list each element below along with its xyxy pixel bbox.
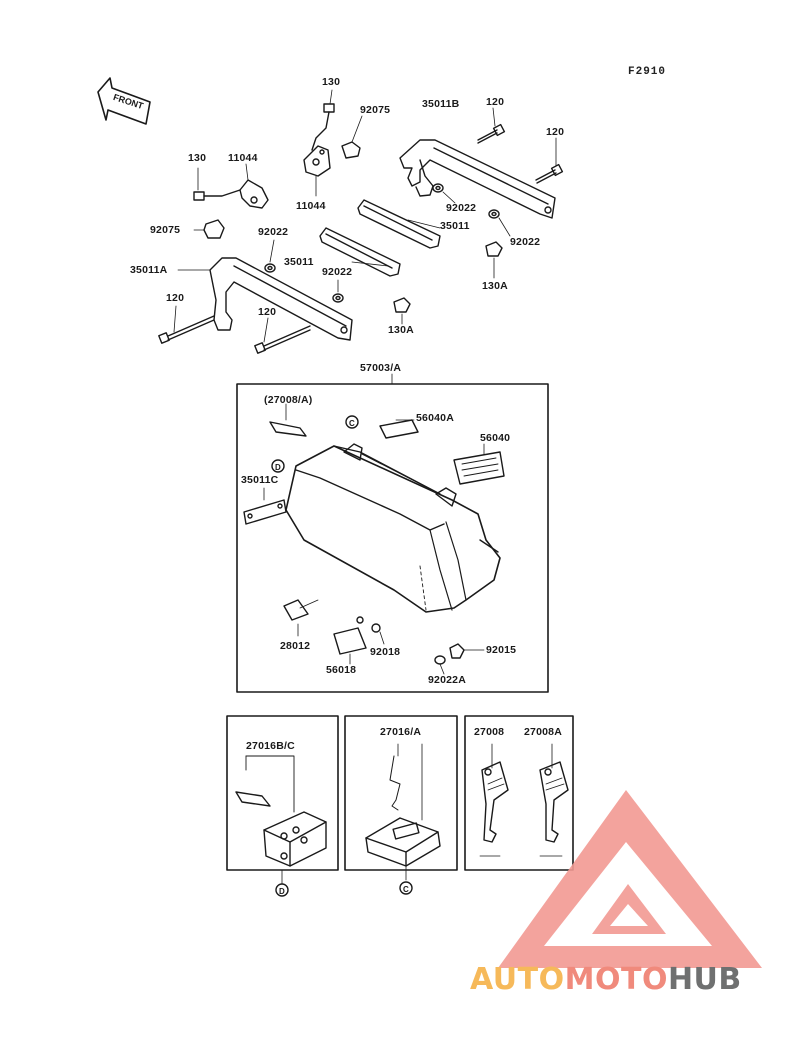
part-label: 120 bbox=[258, 306, 277, 318]
bolt-120-top2 bbox=[535, 163, 564, 184]
box-27016a bbox=[344, 715, 458, 871]
nut-92015 bbox=[449, 643, 465, 659]
front-arrow-icon bbox=[97, 77, 151, 125]
part-label: 120 bbox=[486, 96, 505, 108]
lock-block-mid bbox=[365, 817, 441, 867]
bar-35011-lower bbox=[319, 227, 401, 277]
bar-35011-upper bbox=[357, 199, 441, 249]
part-label: 92075 bbox=[150, 224, 181, 236]
part-label: 130 bbox=[322, 76, 341, 88]
lock-block-left bbox=[263, 811, 327, 867]
rivet-92018 bbox=[371, 623, 381, 633]
key-27008a bbox=[539, 743, 569, 857]
saddlebag-case bbox=[285, 443, 501, 613]
part-label: 92022 bbox=[510, 236, 541, 248]
part-label: 56040 bbox=[480, 432, 511, 444]
bolt-120-mid bbox=[254, 317, 311, 354]
part-label: 130 bbox=[188, 152, 207, 164]
part-label: 92022A bbox=[428, 674, 466, 686]
marker-d-bottom-letter: D bbox=[279, 887, 285, 896]
label-27008a bbox=[269, 421, 307, 437]
bracket-11044-left bbox=[239, 179, 269, 209]
part-label: 11044 bbox=[296, 200, 326, 212]
diagram-code: F2910 bbox=[628, 66, 667, 78]
nut-92075-left bbox=[193, 219, 225, 239]
nut-92075-top bbox=[341, 115, 363, 159]
watermark-part3: HUB bbox=[667, 962, 742, 997]
bracket-35011c bbox=[243, 499, 287, 525]
box-27016bc bbox=[226, 715, 339, 871]
marker-c-bottom bbox=[399, 881, 413, 895]
rail-35011b bbox=[399, 139, 556, 219]
part-label: (27008/A) bbox=[264, 394, 313, 406]
part-label: 92022 bbox=[446, 202, 477, 214]
bolt-120-top1 bbox=[477, 123, 506, 144]
watermark-logo: AUTOMOTOHUB bbox=[470, 962, 742, 997]
rail-35011a bbox=[209, 257, 353, 341]
marker-d-box-letter: D bbox=[275, 463, 281, 472]
part-label: 92075 bbox=[360, 104, 391, 116]
washer-92022a bbox=[434, 655, 446, 665]
part-28012 bbox=[283, 599, 309, 621]
watermark-part2: MOTO bbox=[564, 962, 668, 997]
marker-c-bottom-letter: C bbox=[403, 885, 409, 894]
nut-130a-mid bbox=[393, 297, 411, 325]
marker-c-top-letter: C bbox=[349, 419, 355, 428]
nut-130a-right bbox=[485, 241, 503, 279]
marker-c-top bbox=[345, 415, 359, 429]
watermark-triangle-icon bbox=[498, 790, 762, 968]
part-label: 35011B bbox=[422, 98, 460, 110]
part-label: 27008 bbox=[474, 726, 505, 738]
part-label: 57003/A bbox=[360, 362, 402, 374]
part-label: 27016/A bbox=[380, 726, 422, 738]
plate-56018 bbox=[333, 627, 367, 655]
bolt-120-left bbox=[158, 305, 215, 344]
label-56040 bbox=[453, 451, 505, 485]
bolt-130-top bbox=[311, 89, 335, 151]
marker-d-box bbox=[271, 459, 285, 473]
part-label: 92018 bbox=[370, 646, 401, 658]
part-label: 120 bbox=[166, 292, 185, 304]
watermark-part1: AUTO bbox=[470, 962, 565, 997]
bolt-130-left bbox=[193, 167, 241, 201]
part-label: 27008A bbox=[524, 726, 562, 738]
part-label: 56040A bbox=[416, 412, 454, 424]
label-56040a bbox=[379, 419, 419, 439]
key-27008 bbox=[479, 743, 509, 857]
part-label: 11044 bbox=[228, 152, 258, 164]
part-label: 35011C bbox=[241, 474, 279, 486]
part-label: 92022 bbox=[258, 226, 289, 238]
part-label: 56018 bbox=[326, 664, 357, 676]
part-label: 35011A bbox=[130, 264, 168, 276]
part-label: 130A bbox=[388, 324, 414, 336]
part-label: 130A bbox=[482, 280, 508, 292]
part-label: 35011 bbox=[284, 256, 314, 268]
part-label: 35011 bbox=[440, 220, 470, 232]
box-57003a-frame bbox=[236, 383, 549, 693]
part-label: 92015 bbox=[486, 644, 517, 656]
part-label: 120 bbox=[546, 126, 565, 138]
box-keys bbox=[464, 715, 574, 871]
bracket-11044-mid bbox=[303, 145, 331, 177]
part-label: 92022 bbox=[322, 266, 353, 278]
part-label: 28012 bbox=[280, 640, 311, 652]
part-label: 27016B/C bbox=[246, 740, 295, 752]
marker-d-bottom bbox=[275, 883, 289, 897]
